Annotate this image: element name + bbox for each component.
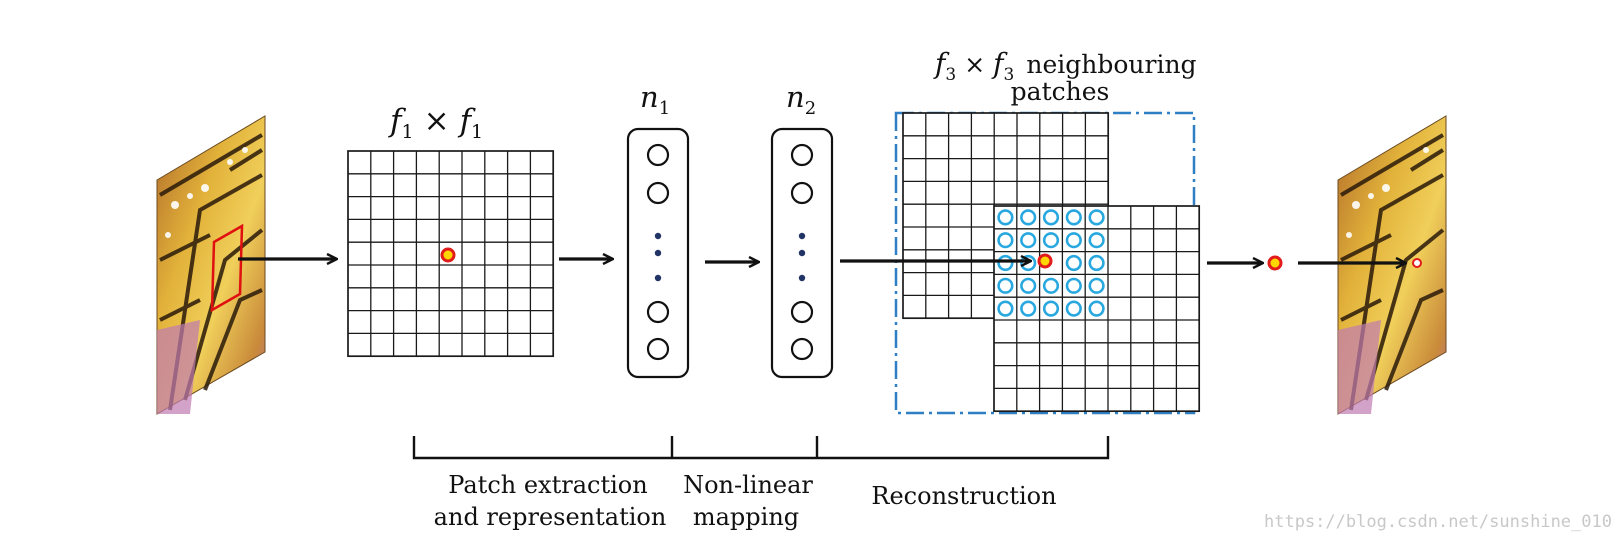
overlap-cyan-circle [1065,277,1082,294]
overlap-cyan-circle [1042,209,1060,226]
reconstructed-pixel [1037,253,1053,269]
watermark: https://blog.csdn.net/sunshine_010 [1264,512,1612,532]
stage-bracket [412,436,1110,460]
overlap-cyan-circle [1065,209,1082,226]
stage2-label-line2: mapping [693,503,799,531]
center-pixel [440,247,456,263]
stage3-label: Reconstruction [871,482,1056,510]
output-image [1337,115,1447,415]
overlap-cyan-circle [1042,300,1060,317]
n1-ellipsis-dots [654,232,662,282]
overlap-cyan-circle [1020,300,1037,317]
input-image [156,115,266,415]
overlap-cyan-circle [1088,277,1105,294]
overlap-cyan-circle [1020,209,1037,226]
n2-label: n2 [786,80,816,119]
n2-ellipsis-dots [798,232,806,282]
output-image-pixel [1412,258,1422,268]
overlap-cyan-circle [1088,232,1105,249]
overlap-cyan-circle [997,232,1014,249]
patch-grid-lower [993,205,1201,413]
n1-label: n1 [640,80,670,119]
overlap-cyan-circle [1020,277,1037,294]
overlap-cyan-circle [1065,232,1082,249]
overlap-cyan-circle [1065,300,1082,317]
overlap-cyan-circle [997,300,1014,317]
gridC-frame [993,205,1201,413]
overlap-cyan-circle [997,209,1014,226]
f1-label: f1×f1 [388,103,483,143]
input-patch-box [210,223,244,313]
stage1-label-line2: and representation [434,503,667,531]
stage1-label-line1: Patch extraction [448,471,647,499]
n2-nodes [790,143,814,361]
overlap-cyan-circle [997,277,1014,294]
overlap-cyan-circle [1088,300,1105,317]
overlap-cyan-circle [1088,254,1105,272]
patches-label: patches [1011,77,1110,106]
overlap-cyan-circle [1065,254,1082,272]
overlap-cyan-circle [1042,277,1060,294]
overlap-cyan-circle [1042,232,1060,249]
stage2-label-line1: Non-linear [683,471,813,499]
output-pixel [1267,255,1283,271]
n1-nodes [646,143,670,361]
overlap-cyan-circle [1088,209,1105,226]
overlap-cyan-circle [1020,232,1037,249]
overlap-cyan-circles [997,209,1105,317]
overlap-cyan-circle [997,254,1014,272]
